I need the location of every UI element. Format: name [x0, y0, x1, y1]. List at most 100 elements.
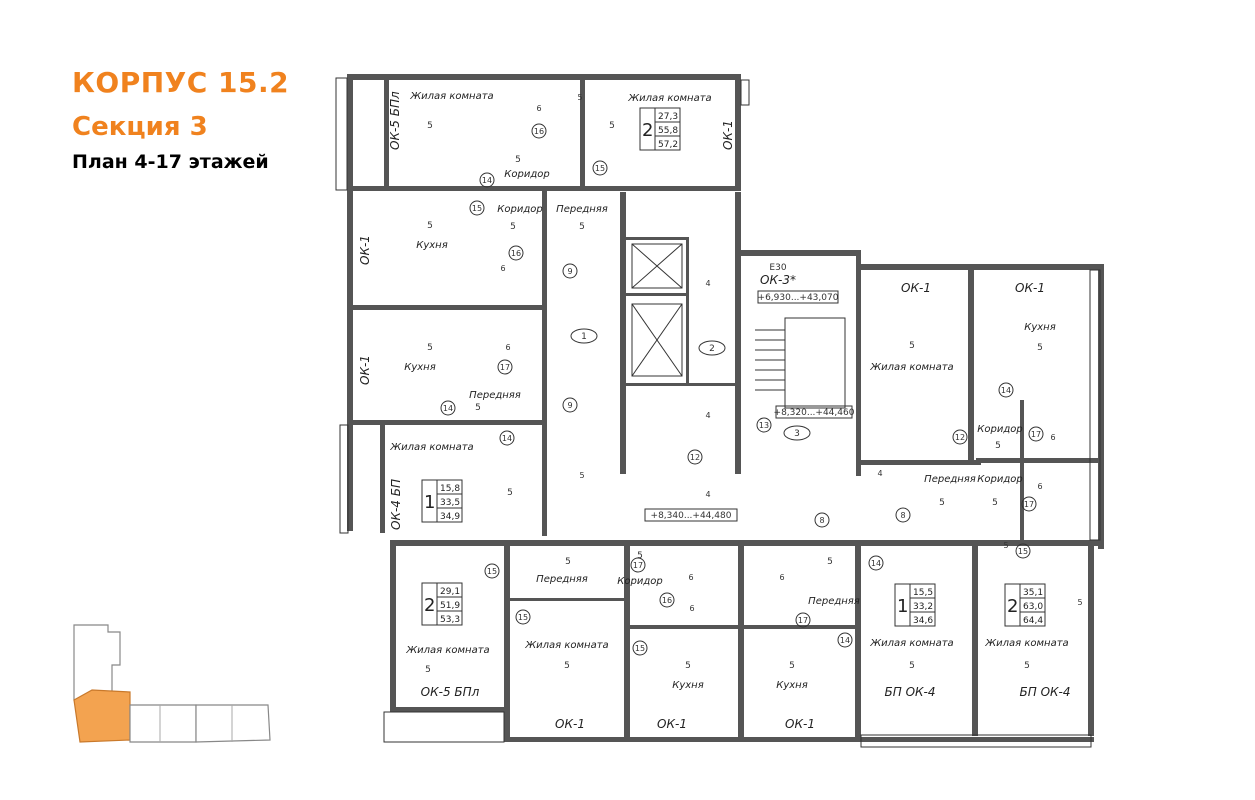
key-plan-highlight [73, 689, 131, 743]
building-title: КОРПУС 15.2 [72, 66, 290, 99]
room-label: Коридор [977, 424, 1022, 435]
apartment-total-area: 63,0 [1023, 602, 1043, 612]
window-labels: ОК-5 БПл ОК-1 ОК-1 ОК-1 ОК-4 БП Е30 ОК-3… [358, 91, 1071, 731]
room-number: 5 [565, 557, 571, 567]
position-tag: 14 [1001, 386, 1011, 395]
apartment-living-area: 15,5 [913, 588, 933, 598]
zone-markers: 1 2 3 [570, 328, 811, 441]
room-labels: Жилая комната 5 Коридор 5 Жилая комната … [389, 91, 1068, 691]
window-label: ОК-1 [721, 120, 735, 150]
apartment-total-balcony: 53,3 [440, 615, 460, 625]
staircase [755, 317, 846, 409]
position-tag: 16 [511, 249, 521, 258]
position-tag: 15 [487, 567, 497, 576]
section-title: Секция 3 [72, 112, 208, 142]
room-label: Жилая комната [869, 362, 953, 373]
position-tag: 14 [871, 559, 881, 568]
elevation-mark: +8,320...+44,460 [774, 408, 855, 418]
zone-class: 6 [779, 573, 784, 582]
apartment-living-area: 29,1 [440, 587, 460, 597]
position-tag: 17 [500, 363, 510, 372]
room-number: 5 [827, 557, 833, 567]
window-label: ОК-1 [358, 355, 372, 385]
window-label: ОК-1 [785, 717, 815, 731]
apartment-rooms: 1 [424, 492, 435, 513]
room-number: 5 [1024, 661, 1030, 671]
apartment-living-area: 35,1 [1023, 588, 1043, 598]
apartment-total-area: 33,5 [440, 498, 460, 508]
room-number: 5 [789, 661, 795, 671]
apartment-rooms: 2 [424, 595, 435, 616]
room-number: 5 [475, 403, 481, 413]
apartment-total-balcony: 34,9 [440, 512, 460, 522]
position-tag: 8 [900, 511, 905, 520]
room-number: 5 [427, 343, 433, 353]
room-number: 5 [637, 551, 643, 561]
window-label: ОК-1 [555, 717, 585, 731]
apartment-total-balcony: 34,6 [913, 616, 933, 626]
zone-marker: 1 [581, 332, 587, 342]
position-tag: 13 [759, 421, 769, 430]
elevation-mark: +6,930...+43,070 [758, 293, 839, 303]
room-label: Кухня [1024, 322, 1056, 333]
room-label: Кухня [776, 680, 808, 691]
window-label: БП ОК-4 [885, 685, 936, 699]
room-label: Кухня [404, 362, 436, 373]
position-tag: 9 [567, 401, 572, 410]
zone-class: 6 [536, 104, 541, 113]
window-label: ОК-1 [657, 717, 687, 731]
window-label: ОК-5 БПл [388, 91, 402, 150]
position-tag: 9 [567, 267, 572, 276]
position-tag: 15 [635, 644, 645, 653]
apartment-rooms: 2 [1007, 596, 1018, 617]
position-tag: 17 [633, 561, 643, 570]
apartment-total-balcony: 64,4 [1023, 616, 1043, 626]
room-number: 5 [609, 121, 615, 131]
room-number: 5 [939, 498, 945, 508]
zone-class: 4 [877, 469, 882, 478]
room-number: 5 [564, 661, 570, 671]
position-tag: 12 [955, 433, 965, 442]
room-label: Кухня [672, 680, 704, 691]
room-label: Передняя [556, 204, 608, 215]
room-label: Кухня [416, 240, 448, 251]
room-number: 5 [992, 498, 998, 508]
room-label: Жилая комната [627, 93, 711, 104]
room-number: 5 [507, 488, 513, 498]
room-label: Жилая комната [389, 442, 473, 453]
position-tag: 17 [798, 616, 808, 625]
position-tag: 15 [472, 204, 482, 213]
zone-class: 4 [705, 279, 710, 288]
window-label: ОК-1 [901, 281, 931, 295]
plan-title: План 4-17 этажей [72, 151, 269, 173]
room-number: 5 [909, 341, 915, 351]
apartment-card: 2 29,1 51,9 53,3 [421, 582, 463, 626]
apartment-card: 2 35,1 63,0 64,4 [1004, 583, 1046, 627]
room-label: Жилая комната [405, 645, 489, 656]
room-number: 5 [427, 221, 433, 231]
position-tag: 14 [482, 176, 492, 185]
room-label: Жилая комната [409, 91, 493, 102]
room-number: 5 [685, 661, 691, 671]
room-number: 5 [515, 155, 521, 165]
elevation-mark: +8,340...+44,480 [651, 511, 732, 521]
zone-class: 5 [1003, 541, 1008, 550]
room-label: Жилая комната [869, 638, 953, 649]
room-label: Передняя [536, 574, 588, 585]
position-tag: 16 [534, 127, 544, 136]
window-label: ОК-1 [358, 235, 372, 265]
zone-marker: 2 [709, 344, 715, 354]
elevation-marks: +6,930...+43,070 +8,320...+44,460 +8,340… [644, 290, 855, 522]
apartment-total-area: 55,8 [658, 126, 678, 136]
room-number: 5 [510, 222, 516, 232]
key-plan [73, 624, 271, 743]
room-number: 5 [995, 441, 1001, 451]
position-tag: 16 [662, 596, 672, 605]
zone-class: 5 [579, 471, 584, 480]
apartment-card: 1 15,5 33,2 34,6 [894, 583, 936, 627]
zone-class: 6 [1050, 433, 1055, 442]
room-label: Коридор [617, 576, 662, 587]
position-tag: 14 [443, 404, 453, 413]
zone-class: 6 [688, 573, 693, 582]
